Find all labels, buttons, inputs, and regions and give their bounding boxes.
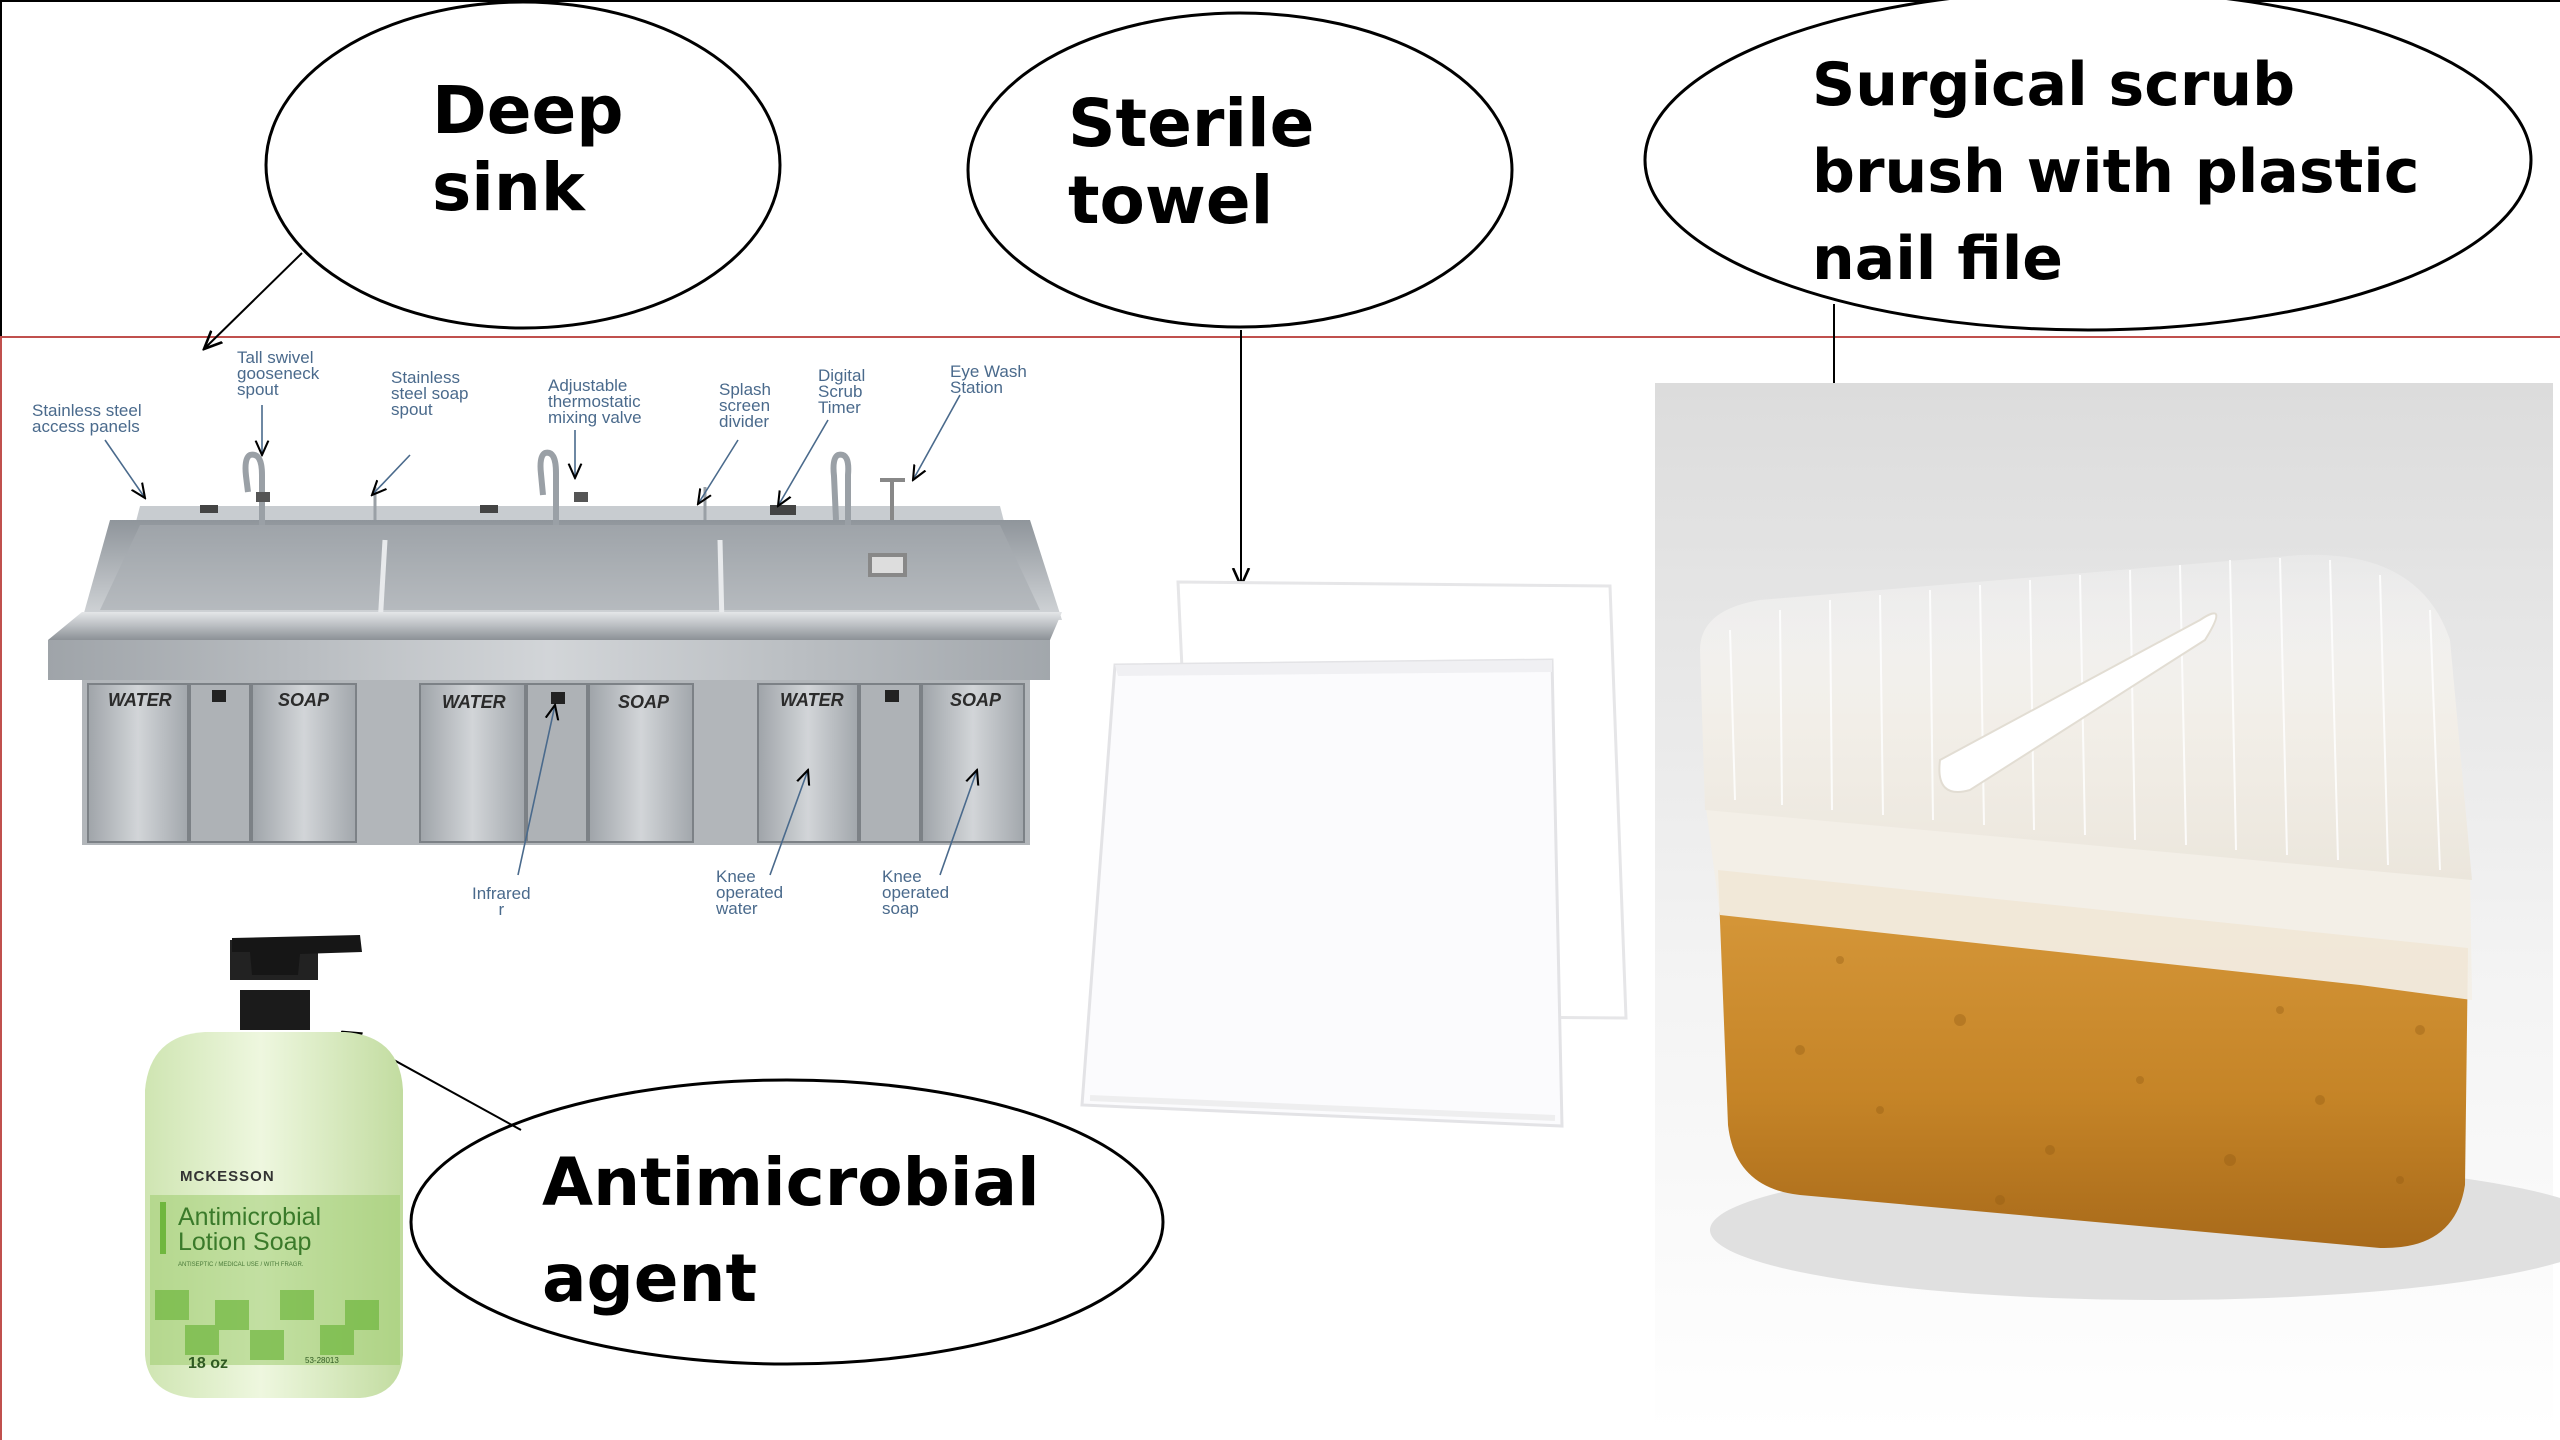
knee-soap-label: Knee operated soap xyxy=(882,867,950,919)
bottle-code: 53-28013 xyxy=(305,1356,339,1365)
bottle-brand: MCKESSON xyxy=(180,1168,275,1185)
brush-callout-bubble xyxy=(1643,0,2533,332)
agent-callout-label: Antimicrobial agent xyxy=(542,1144,1040,1317)
access-panels-label: Stainless steel access panels xyxy=(32,401,142,437)
scrub-brush-image xyxy=(1655,383,2560,1433)
bottle-product-name: Antimicrobial Lotion Soap xyxy=(178,1203,322,1256)
bottle-volume: 18 oz xyxy=(188,1355,229,1372)
panel-soap-1: SOAP xyxy=(278,690,330,710)
knee-water-label: Knee operated water xyxy=(716,867,784,919)
brush-callout-label: Surgical scrub brush with plastic nail f… xyxy=(1812,50,2420,294)
soap-spout-label: Stainless steel soap spout xyxy=(391,368,469,420)
sterile-towel-image xyxy=(1080,580,1628,1128)
sink-pointer-arrow xyxy=(204,252,303,349)
sink-callout-label: Deep sink xyxy=(432,72,624,227)
content-frame xyxy=(0,336,2560,1440)
panel-water-1: WATER xyxy=(108,690,172,710)
towel-callout-label: Sterile towel xyxy=(1068,85,1315,240)
bottle-subtitle: ANTISEPTIC / MEDICAL USE / WITH FRAGR. xyxy=(178,1262,304,1268)
gooseneck-spout-label: Tall swivel gooseneck spout xyxy=(237,348,320,400)
panel-water-3: WATER xyxy=(780,690,844,710)
splash-divider-label: Splash screen divider xyxy=(719,380,771,432)
towel-callout-bubble xyxy=(966,11,1514,329)
agent-callout-bubble xyxy=(409,1078,1165,1366)
eye-wash-label: Eye Wash Station xyxy=(950,362,1027,398)
antimicrobial-soap-bottle-image xyxy=(145,935,403,1398)
scrub-timer-label: Digital Scrub Timer xyxy=(818,366,866,418)
header-frame xyxy=(0,0,2560,339)
panel-water-2: WATER xyxy=(442,692,506,712)
scrub-sink-image xyxy=(48,394,1062,876)
panel-soap-2: SOAP xyxy=(618,692,670,712)
infrared-label: Infrared r xyxy=(472,884,531,920)
sink-callout-bubble xyxy=(264,0,782,330)
mixing-valve-label: Adjustable thermostatic mixing valve xyxy=(548,376,642,428)
panel-soap-3: SOAP xyxy=(950,690,1002,710)
